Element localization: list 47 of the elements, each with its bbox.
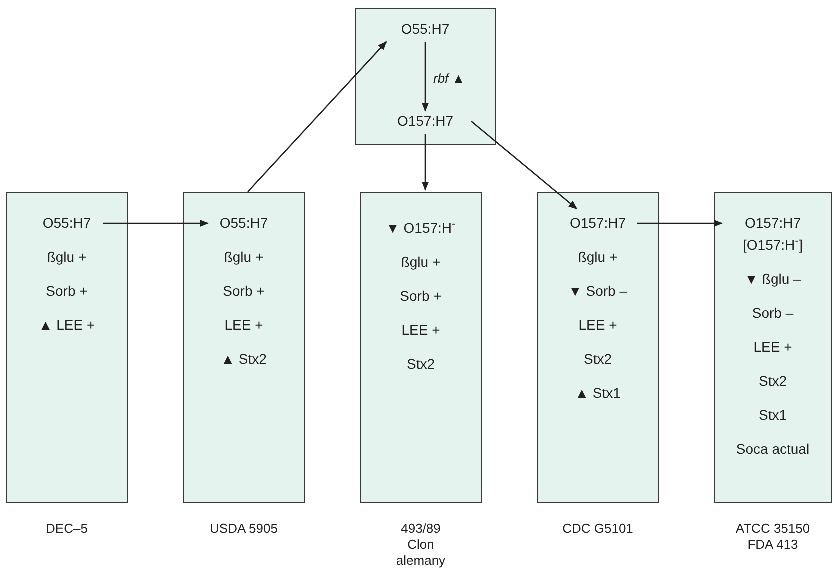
strain-name: ATCC 35150 FDA 413 — [734, 521, 812, 553]
strain-name: DEC–5 — [45, 521, 89, 537]
serotype-label: O157:H7 [O157:H$^{-}$] — [728, 215, 818, 254]
trait-label: ßglu + — [47, 249, 87, 266]
trait-label: Stx1 — [758, 406, 787, 424]
serotype-label: O157:H7 — [386, 113, 466, 130]
strain-name: USDA 5905 — [209, 521, 279, 537]
strain-box — [183, 192, 305, 503]
trait-label: Stx2 — [406, 356, 435, 373]
trait-label: ▲ LEE + — [38, 317, 96, 334]
trait-label: Sorb + — [223, 283, 265, 300]
strain-box — [6, 192, 128, 503]
arrow — [248, 41, 388, 192]
trait-label: ▼ ßglu – — [744, 270, 802, 288]
trait-label: ßglu + — [224, 249, 264, 266]
trait-label: Sorb – — [752, 304, 794, 322]
strain-box — [714, 192, 832, 503]
strain-box — [360, 192, 482, 503]
trait-label: ▲ Stx2 — [221, 351, 267, 368]
strain-box — [537, 192, 659, 503]
trait-label: ▲ Stx1 — [575, 385, 621, 402]
evolution-box — [355, 8, 496, 145]
trait-label: ßglu + — [578, 249, 618, 266]
arrow — [422, 42, 430, 112]
trait-label: Stx2 — [584, 351, 612, 368]
serotype-label: ▼ O157:H$^{-}$ — [379, 215, 463, 237]
trait-label: LEE + — [754, 338, 792, 356]
arrow — [637, 220, 723, 228]
trait-label: LEE + — [578, 317, 618, 334]
arrow — [471, 121, 578, 210]
serotype-label: O157:H7 — [565, 215, 631, 232]
trait-label: Sorb + — [400, 288, 442, 305]
trait-label: Stx2 — [758, 372, 787, 390]
trait-label: Sorb + — [46, 283, 88, 300]
arrow — [103, 220, 209, 228]
edge-label: rbf ▲ — [434, 70, 466, 86]
trait-label: Soca actual — [736, 440, 810, 458]
trait-label: LEE + — [402, 322, 440, 339]
arrow — [422, 134, 430, 191]
trait-label: ßglu + — [401, 254, 441, 271]
serotype-label: O55:H7 — [37, 215, 97, 232]
serotype-label: O55:H7 — [214, 215, 274, 232]
strain-name: 493/89 Clon alemany — [395, 521, 447, 569]
trait-label: ▼ Sorb – — [568, 283, 628, 300]
strain-name: CDC G5101 — [562, 521, 634, 537]
trait-label: LEE + — [224, 317, 264, 334]
serotype-label: O55:H7 — [390, 21, 460, 38]
